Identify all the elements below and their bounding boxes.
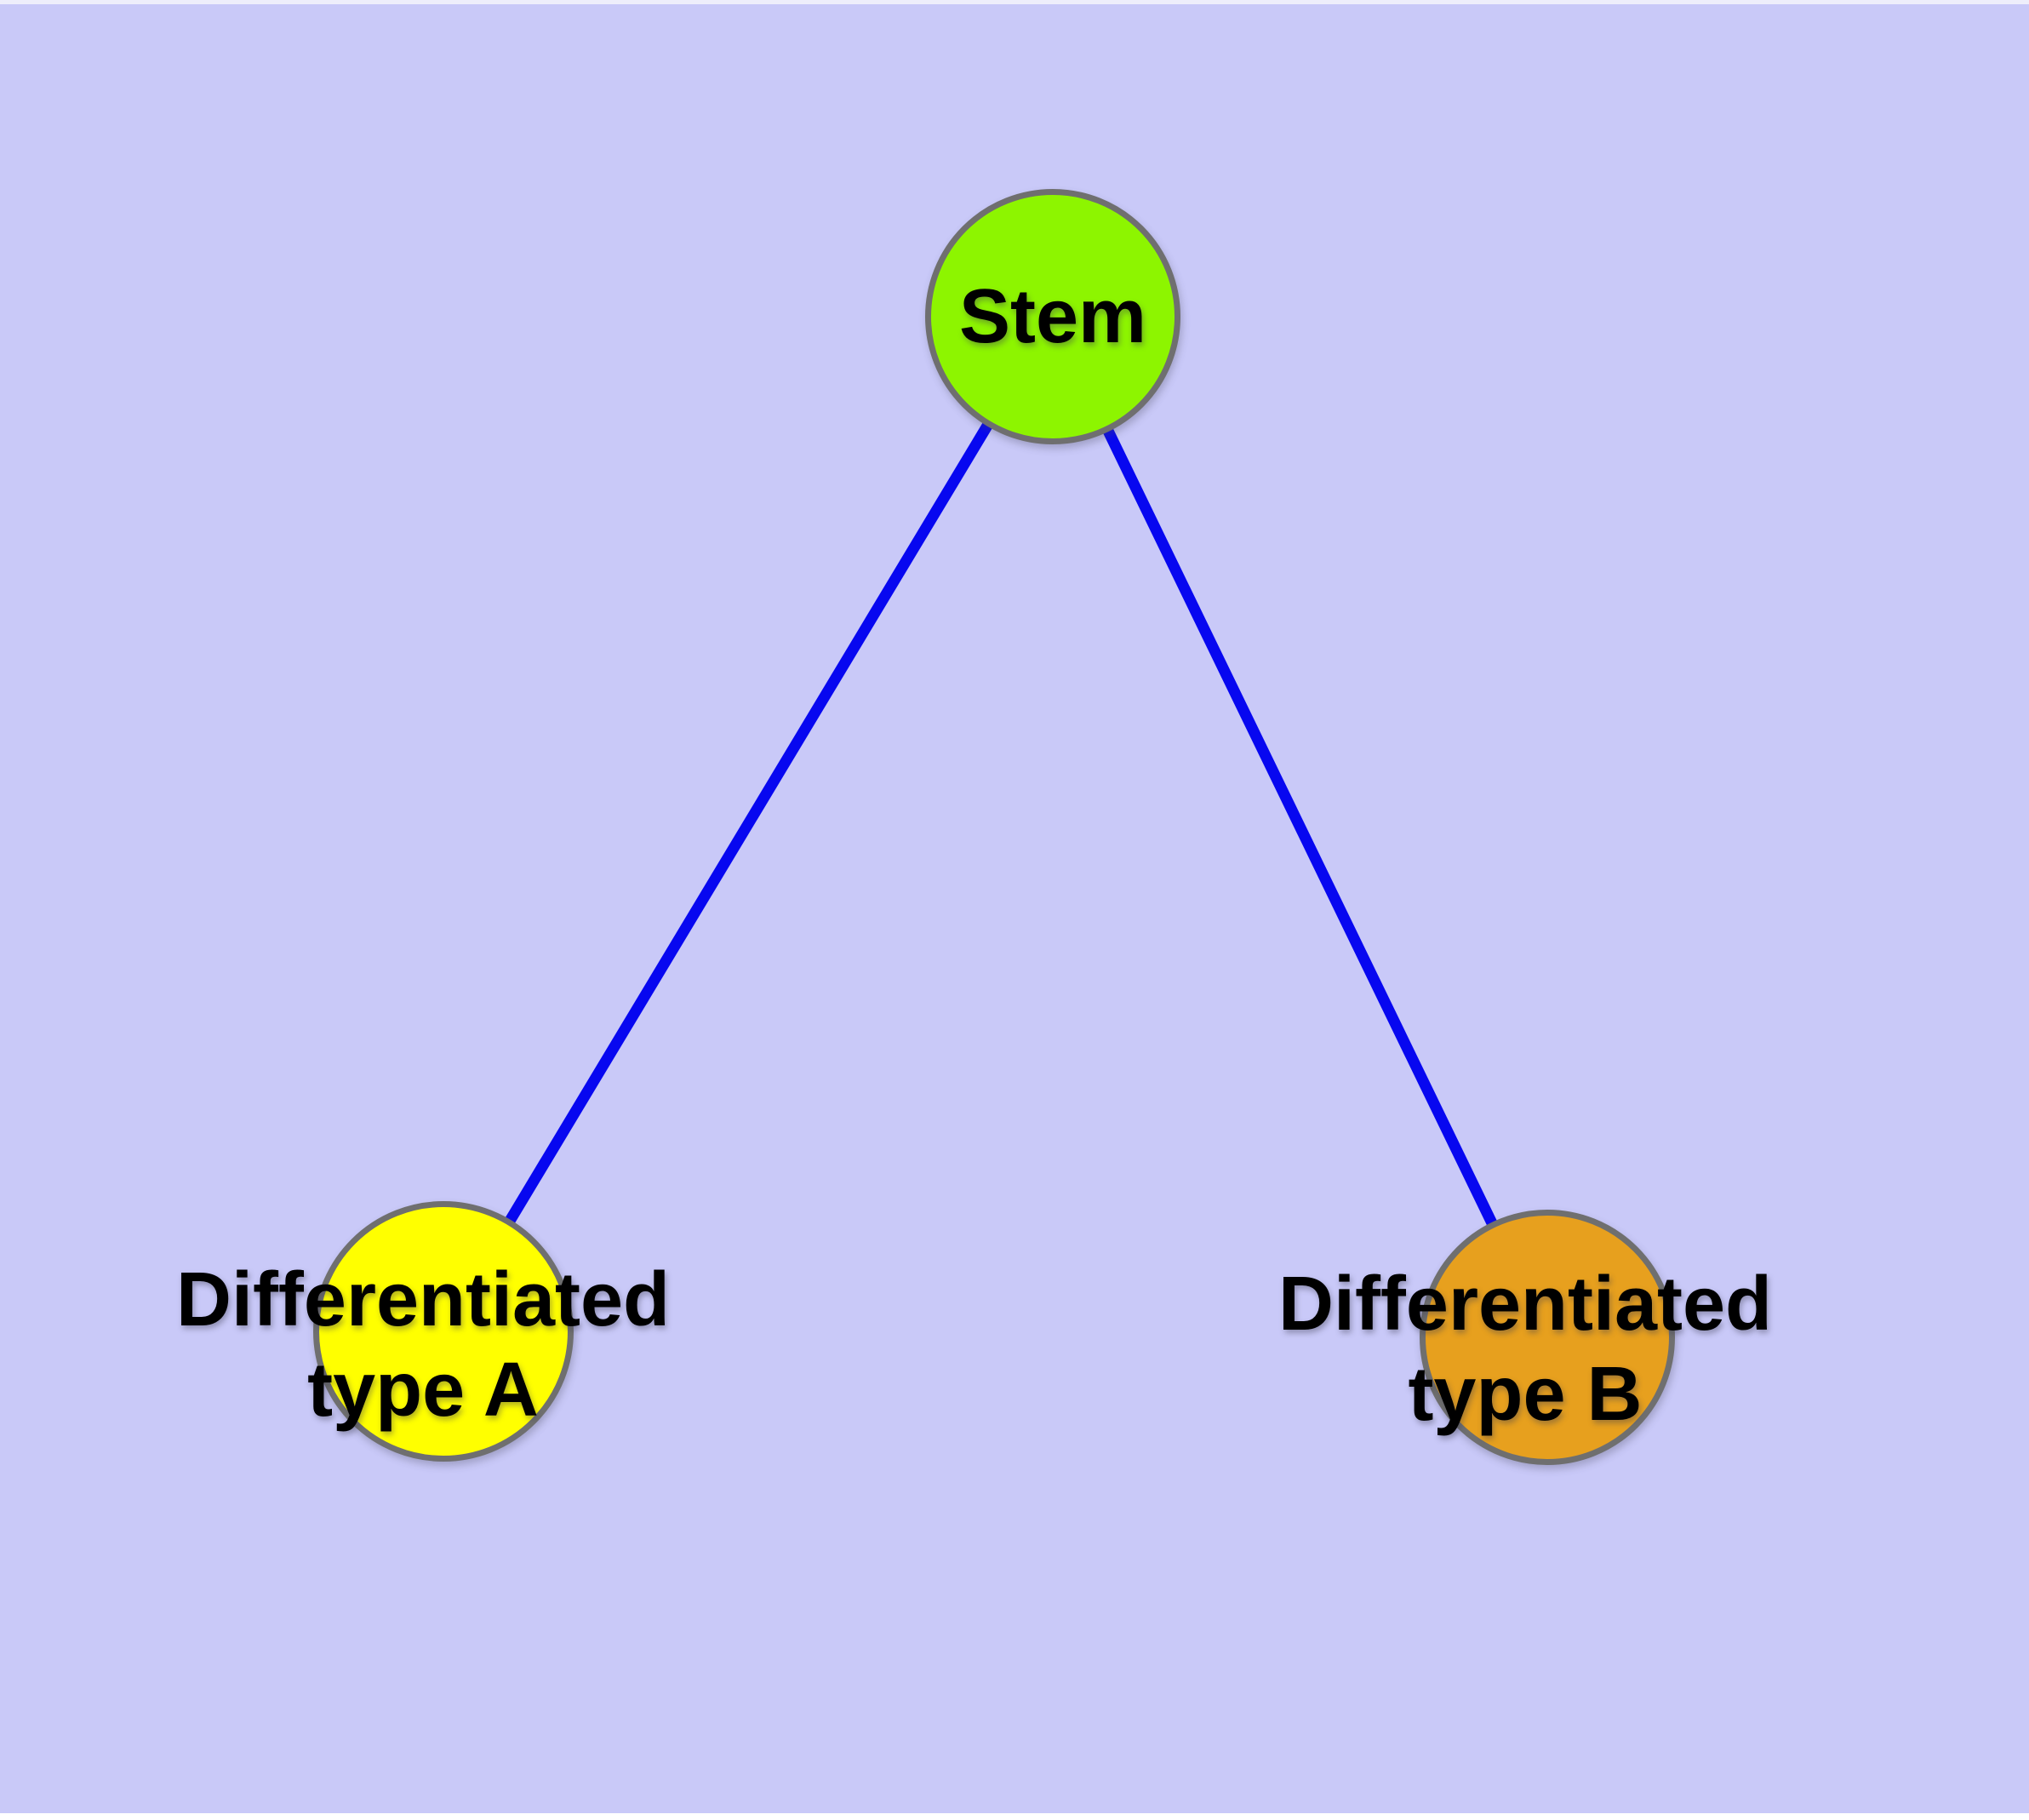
node-differentiated-type-a-circle [313,1201,574,1462]
bottom-margin-strip [0,1813,2029,1820]
top-margin-strip [0,0,2029,4]
node-differentiated-type-b-circle [1420,1210,1675,1465]
node-stem-circle [925,189,1180,444]
edge-stem-to-type-b [1048,314,1552,1340]
edge-stem-to-type-a [438,313,1058,1335]
